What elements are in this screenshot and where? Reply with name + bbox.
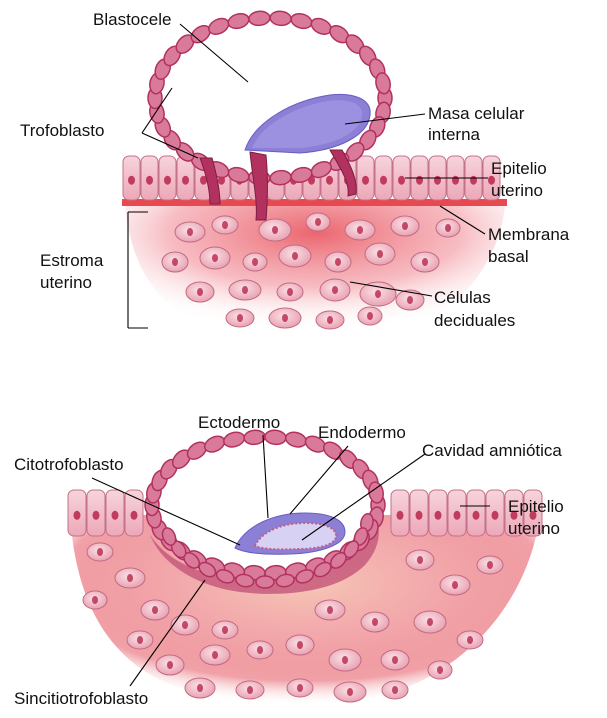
label-membrana-line2: basal — [488, 247, 529, 266]
label-membrana-line1: Membrana — [488, 225, 570, 244]
label-epitelio-bottom-line2: uterino — [508, 519, 560, 538]
label-cavidad: Cavidad amniótica — [422, 441, 562, 460]
label-sincitiotrofoblasto: Sincitiotrofoblasto — [14, 689, 148, 708]
bottom-blastocyst — [145, 429, 385, 594]
label-endodermo: Endodermo — [318, 423, 406, 442]
label-blastocele: Blastocele — [93, 10, 171, 29]
label-estroma-line1: Estroma — [40, 251, 104, 270]
label-estroma-line2: uterino — [40, 273, 92, 292]
label-citotrofoblasto: Citotrofoblasto — [14, 455, 124, 474]
label-masa-celular-line1: Masa celular — [428, 104, 525, 123]
label-masa-celular-line2: interna — [428, 125, 481, 144]
label-ectodermo: Ectodermo — [198, 413, 280, 432]
label-trofoblasto: Trofoblasto — [20, 121, 104, 140]
label-epitelio-top-line1: Epitelio — [491, 159, 547, 178]
label-epitelio-bottom-line1: Epitelio — [508, 497, 564, 516]
label-celulas-line2: deciduales — [434, 311, 515, 330]
label-epitelio-top-line2: uterino — [491, 181, 543, 200]
label-celulas-line1: Células — [434, 288, 491, 307]
